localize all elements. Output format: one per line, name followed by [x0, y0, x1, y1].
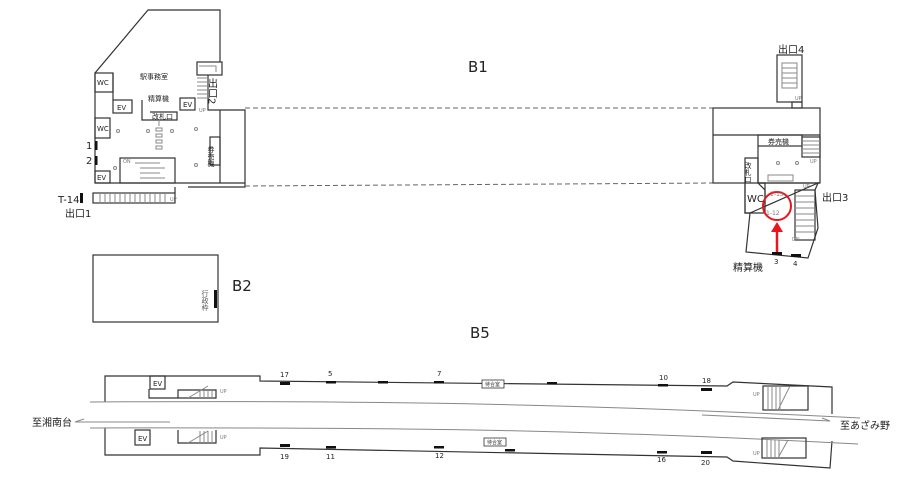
elevator-label: EV — [183, 101, 192, 109]
up-label: UP — [199, 108, 206, 114]
ticket-machine-label: 券売機 — [207, 145, 215, 168]
station-office-label: 駅事務室 — [140, 72, 168, 81]
fare-adjustment-label: 精算機 — [733, 261, 763, 274]
up-label: UP — [753, 392, 760, 398]
level-b2-label: B2 — [232, 277, 252, 295]
arrow-head-icon — [771, 222, 783, 232]
level-b5-label: B5 — [470, 324, 490, 342]
marker-bottom: 19 — [280, 453, 289, 461]
marker-bottom: 16 — [657, 456, 666, 464]
up-label: UP — [220, 389, 227, 395]
marker-top: 7 — [437, 370, 441, 378]
up-label: UP — [753, 451, 760, 457]
marker-top: 18 — [702, 377, 711, 385]
exit-2-label[interactable]: 出口2 — [206, 77, 217, 105]
b1-east-concourse: 1-13 1-12 出口4 出口3 券売機 改札口 WC 精算機 3 4 UP … — [712, 43, 848, 274]
direction-azamino: 至あざみ野 — [840, 419, 890, 432]
marker-2: 2 — [86, 156, 92, 167]
elevator-label: EV — [138, 435, 147, 443]
marker-bottom: 20 — [701, 459, 710, 467]
marker-top: 17 — [280, 371, 289, 379]
highlight-label-bottom: 1-12 — [766, 210, 780, 217]
b1-west-concourse: 駅事務室 WC WC EV EV EV 精算機 改札口 券売機 出口2 出口1 … — [57, 9, 246, 220]
ticket-gate-label: 改札口 — [152, 112, 173, 121]
elevator-label: EV — [153, 380, 162, 388]
ticket-gate-label: 改札口 — [744, 161, 752, 183]
up-label: UP — [795, 96, 802, 102]
admin-frame-label: 行政枠 — [201, 289, 209, 312]
fare-adjustment-label: 精算機 — [148, 94, 169, 103]
level-b1-label: B1 — [468, 58, 488, 76]
wc-label: WC — [97, 125, 109, 133]
on-label: ON — [123, 159, 131, 165]
waiting-room-label: 待合室 — [487, 439, 502, 446]
waiting-room-label: 待合室 — [485, 381, 500, 388]
marker-t14: T-14 — [57, 195, 80, 206]
highlight-circle — [762, 191, 792, 221]
wc-label: WC — [97, 79, 109, 87]
marker-top: 5 — [328, 370, 332, 378]
wc-label: WC — [747, 194, 764, 205]
connector-line — [244, 182, 716, 187]
b2-floor: 行政枠 — [92, 254, 219, 323]
exit-1-label[interactable]: 出口1 — [65, 207, 91, 220]
direction-shonandai: 至湘南台 — [32, 416, 72, 429]
marker-bottom: 12 — [435, 452, 444, 460]
up-label: UP — [170, 197, 177, 203]
marker-bottom: 11 — [326, 453, 335, 461]
marker-1: 1 — [86, 141, 92, 152]
exit-4-label[interactable]: 出口4 — [778, 43, 804, 56]
marker-3: 3 — [774, 258, 778, 266]
down-label: DN — [792, 237, 800, 243]
elevator-label: EV — [117, 104, 126, 112]
up-label: UP — [803, 184, 810, 190]
exit-3-label[interactable]: 出口3 — [822, 191, 848, 204]
marker-4: 4 — [793, 260, 798, 268]
marker-top: 10 — [659, 374, 668, 382]
b5-platform: 待合室 待合室 EV EV UP UP UP UP 至湘南台 至あざみ野 17 … — [32, 370, 890, 469]
elevator-label: EV — [97, 174, 106, 182]
up-label: UP — [220, 435, 227, 441]
ticket-machine-label: 券売機 — [768, 137, 789, 146]
highlight-label-top: 1-13 — [770, 191, 784, 198]
up-label: UP — [810, 159, 817, 165]
